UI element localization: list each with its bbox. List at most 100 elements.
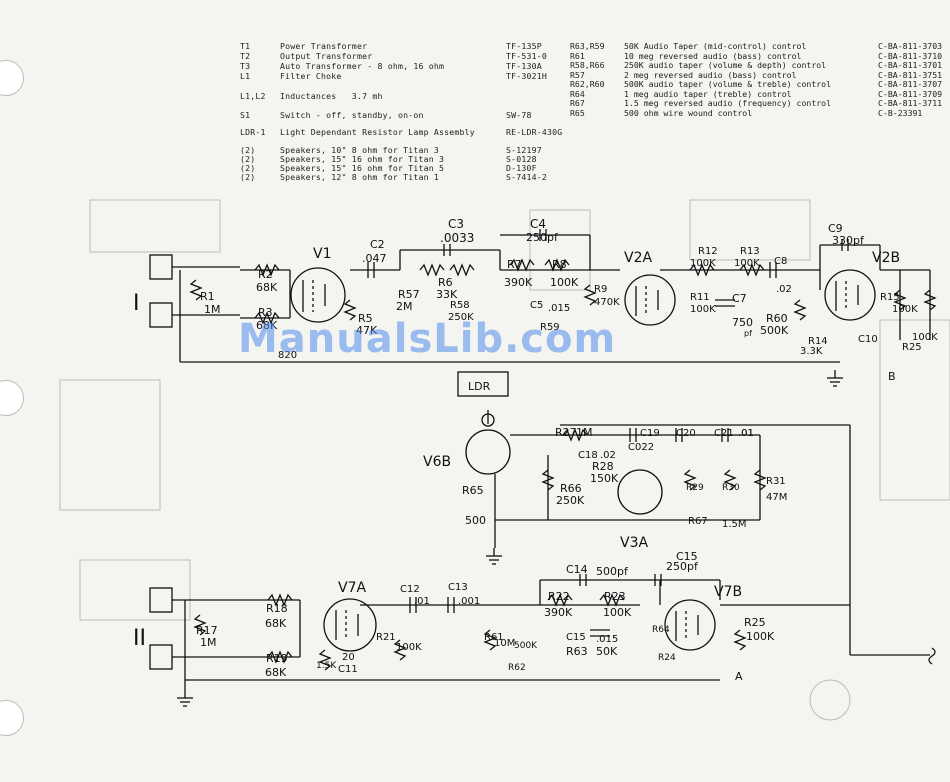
schematic-label-c13: C13 bbox=[448, 582, 468, 593]
controls-list-part: C-BA-811-3751 bbox=[878, 69, 943, 80]
controls-list-ref: R57 bbox=[570, 69, 585, 80]
schematic-label-ldr: LDR bbox=[468, 380, 491, 393]
schematic-label-c10: C10 bbox=[858, 334, 878, 345]
controls-list-ref: R65 bbox=[570, 107, 585, 118]
schematic-label-r2v: 68K bbox=[256, 281, 278, 294]
schematic-label-c5v: .015 bbox=[548, 303, 570, 314]
schematic-label-r19v: 68K bbox=[265, 666, 287, 679]
schematic-label-v2a: V2A bbox=[624, 250, 652, 266]
controls-list-desc: 1.5 meg reversed audio (frequency) contr… bbox=[624, 98, 832, 108]
schematic-label-r6v: 33K bbox=[436, 288, 458, 301]
controls-list-part: C-BA-811-3707 bbox=[878, 79, 943, 89]
schematic-label-r28v: 150K bbox=[590, 472, 619, 485]
schematic-label-r63: R63 bbox=[566, 645, 588, 658]
schematic-label-c18v: .02 bbox=[600, 450, 616, 461]
schematic-label-r60v: 500K bbox=[760, 324, 789, 337]
schematic-label-r25bv: 100K bbox=[912, 332, 938, 343]
schematic-label-r11: R11 bbox=[690, 292, 710, 303]
controls-list-desc: 10 meg reversed audio (bass) control bbox=[624, 50, 802, 61]
controls-list-part: C-BA-811-3710 bbox=[878, 50, 943, 61]
schematic-label-r9: R9 bbox=[594, 284, 607, 295]
schematic-label-r25b: R25 bbox=[902, 342, 922, 353]
parts-list-part: D-130F bbox=[506, 163, 537, 173]
schematic-label-c9: C9 bbox=[828, 222, 843, 235]
parts-list-ref: (2) bbox=[240, 154, 256, 164]
controls-list-desc: 500K audio taper (volume & treble) contr… bbox=[624, 79, 832, 89]
schematic-label-r18v: 68K bbox=[265, 617, 287, 630]
parts-list-desc: Light Dependant Resistor Lamp Assembly bbox=[280, 127, 475, 137]
schematic-label-r64: R64 bbox=[652, 625, 670, 635]
schematic-label-r67v: 1.5M bbox=[722, 519, 747, 530]
schematic-label-c11: C11 bbox=[338, 664, 358, 675]
schematic-label-r63v: 50K bbox=[596, 645, 618, 658]
schematic-label-r19: R19 bbox=[266, 652, 288, 665]
schematic-label-r65v: 500 bbox=[465, 514, 486, 527]
resistor-zigzags-ch2 bbox=[193, 593, 747, 671]
schematic-label-c21: C21 bbox=[714, 428, 734, 439]
controls-list-part: C-B-23391 bbox=[878, 107, 923, 118]
schematic-label-r6: R6 bbox=[438, 276, 453, 289]
schematic-label-c7v: 750 bbox=[732, 316, 753, 329]
parts-list-ref: L1 bbox=[240, 71, 251, 81]
schematic-label-r14v: 3.3K bbox=[800, 346, 823, 357]
controls-list-ref: R63,R59 bbox=[570, 41, 605, 51]
parts-list-desc: Speakers, 15" 16 ohm for Titan 5 bbox=[280, 163, 445, 173]
schematic-label-v7b: V7B bbox=[714, 584, 742, 600]
schematic-label-c5: C5 bbox=[530, 300, 543, 311]
controls-list-part: C-BA-811-3701 bbox=[878, 60, 943, 70]
tube-v7a bbox=[323, 598, 377, 652]
schematic-label-r15: R15 bbox=[880, 292, 900, 303]
parts-list-ref: T2 bbox=[240, 51, 251, 61]
controls-list-desc: 250K audio taper (volume & depth) contro… bbox=[624, 60, 827, 70]
schematic-label-c19: C19 bbox=[640, 428, 660, 439]
parts-list-part: TF-531-0 bbox=[506, 51, 548, 61]
schematic-label-r8: R8 bbox=[552, 258, 567, 271]
schematic-label-r5: R5 bbox=[358, 312, 373, 325]
parts-list-ref: T3 bbox=[240, 61, 251, 71]
schematic-label-input2: II bbox=[133, 626, 146, 651]
schematic-label-r1v: 1M bbox=[204, 303, 221, 316]
schematic-label-c8: C8 bbox=[774, 256, 787, 267]
schematic-label-r1: R1 bbox=[200, 290, 215, 303]
schematic-label-r61: R61 bbox=[484, 632, 504, 643]
parts-list-desc: Filter Choke bbox=[280, 71, 342, 81]
schematic-label-c20: C20 bbox=[676, 428, 696, 439]
parts-list-ref: L1,L2 bbox=[240, 91, 266, 101]
schematic-label-r66: R66 bbox=[560, 482, 582, 495]
capacitors-ch2 bbox=[409, 574, 662, 637]
schematic-label-c14v: 500pf bbox=[596, 565, 629, 578]
output-connector bbox=[928, 647, 936, 665]
schematic-label-r22: R22 bbox=[548, 590, 570, 603]
channel-2-wiring bbox=[184, 579, 850, 690]
schematic-label-r57v: 2M bbox=[396, 300, 413, 313]
schematic-label-c11v: 20 bbox=[342, 652, 355, 663]
parts-list-desc: Speakers, 10" 8 ohm for Titan 3 bbox=[280, 145, 440, 155]
schematic-label-input1: I bbox=[133, 291, 140, 316]
input-jacks bbox=[149, 254, 260, 670]
schematic-label-r5v: 47K bbox=[356, 324, 378, 337]
parts-list-desc: Power Transformer bbox=[280, 41, 368, 51]
ground-symbols bbox=[177, 370, 843, 707]
parts-list-ref: S1 bbox=[240, 110, 251, 120]
controls-list-desc: 500 ohm wire wound control bbox=[624, 107, 753, 118]
schematic-label-c4v: 250pf bbox=[526, 231, 559, 244]
schematic-label-r7: R7 bbox=[507, 258, 522, 271]
schematic-label-r13: R13 bbox=[740, 246, 760, 257]
schematic-label-r27: R27 bbox=[555, 426, 577, 439]
schematic-label-c4: C4 bbox=[530, 217, 546, 231]
schematic-label-c21v: .01 bbox=[738, 428, 754, 439]
punch-hole bbox=[0, 60, 24, 96]
schematic-label-r62v: 500K bbox=[514, 641, 538, 651]
channel-1-wiring bbox=[179, 234, 931, 363]
schematic-label-r62: R62 bbox=[508, 663, 526, 673]
controls-list-part: C-BA-811-3703 bbox=[878, 41, 943, 51]
parts-list-desc: Output Transformer bbox=[280, 51, 373, 61]
controls-list-part: C-BA-811-3709 bbox=[878, 88, 943, 99]
parts-list-part: S-0128 bbox=[506, 154, 537, 164]
schematic-label-c3: C3 bbox=[448, 217, 464, 231]
tube-v1 bbox=[290, 267, 346, 323]
schematic-label-c2: C2 bbox=[370, 238, 385, 251]
schematic-label-r65: R65 bbox=[462, 484, 484, 497]
